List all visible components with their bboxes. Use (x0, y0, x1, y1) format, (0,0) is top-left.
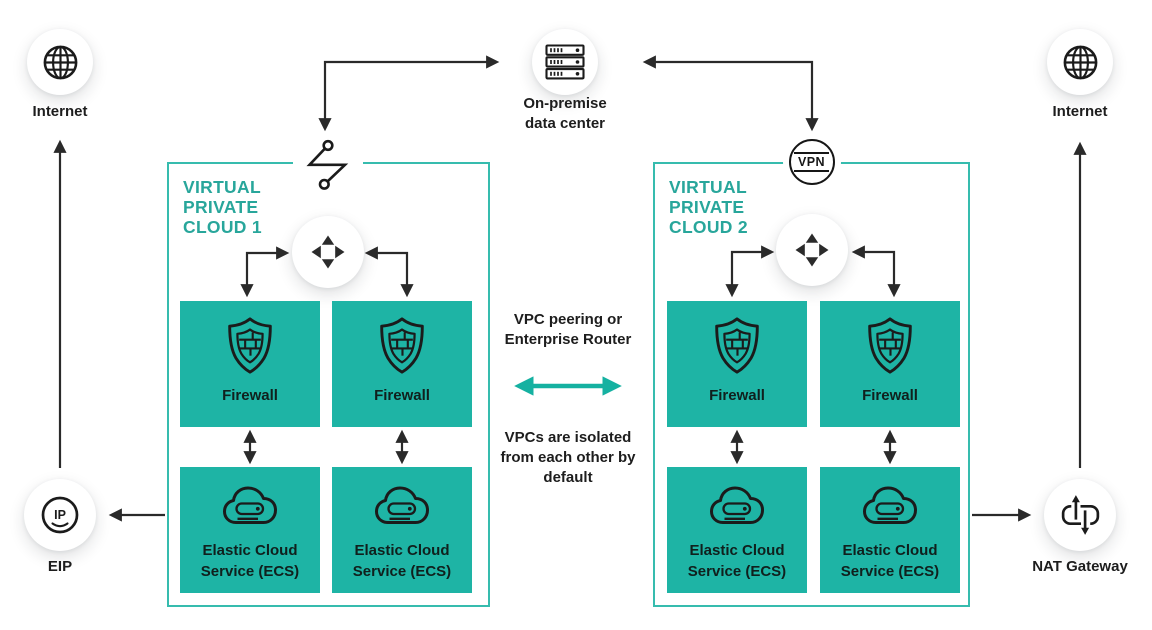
vpc1-router-node (292, 216, 364, 288)
vpc2-router-node (776, 214, 848, 286)
ecs-cloud-icon (710, 486, 764, 524)
ecs-label-line2: Service (ECS) (687, 563, 787, 580)
vpc2-ecs-2: Elastic Cloud Service (ECS) (820, 467, 960, 593)
firewall-shield-icon (868, 317, 912, 374)
ip-icon-text: IP (54, 508, 66, 522)
server-rack-icon (545, 43, 585, 79)
eip-label: EIP (47, 558, 73, 575)
ecs-label-line1: Elastic Cloud (202, 542, 298, 559)
on-premise-label-line2: data center (524, 115, 606, 132)
vpc1-ecs-2: Elastic Cloud Service (ECS) (332, 467, 472, 593)
vpc1-title-line3: CLOUD 1 (183, 217, 262, 237)
router-dpad-icon (311, 235, 345, 269)
internet-right-node (1047, 29, 1113, 95)
direct-connect-icon (302, 139, 350, 196)
vpc-isolation-note-line1: VPCs are isolated (504, 429, 632, 446)
vpc-peering-note-line1: VPC peering or (513, 311, 623, 328)
on-premise-node (532, 29, 598, 95)
firewall-label: Firewall (862, 387, 918, 404)
vpc2-ecs-1: Elastic Cloud Service (ECS) (667, 467, 807, 593)
vpc1-title-line2: PRIVATE (183, 197, 259, 217)
on-premise-label: On-premise data center (495, 94, 635, 134)
vpc-isolation-note-line2: from each other by (500, 449, 636, 466)
ecs-label-line2: Service (ECS) (200, 563, 300, 580)
arrow-vpc1-to-datacenter (318, 55, 500, 132)
vpc1-title-line1: VIRTUAL (183, 177, 261, 197)
vpn-gateway-node: VPN (789, 139, 835, 185)
internet-left-node (27, 29, 93, 95)
vpc2-firewall-1: Firewall (667, 301, 807, 427)
ecs-label-line1: Elastic Cloud (842, 542, 938, 559)
vpn-icon-label: VPN (798, 155, 825, 169)
firewall-shield-icon (715, 317, 759, 374)
vpc-peering-note-line2: Enterprise Router (504, 331, 632, 348)
vpc1-ecs-1: Elastic Cloud Service (ECS) (180, 467, 320, 593)
internet-right-label: Internet (1052, 103, 1108, 120)
ecs-label: Elastic Cloud Service (ECS) (688, 540, 786, 582)
vpc2-title-line1: VIRTUAL (669, 177, 747, 197)
vpn-icon-bottom-line (794, 169, 829, 172)
router-dpad-icon (795, 233, 829, 267)
firewall-label: Firewall (709, 387, 765, 404)
vpc-isolation-note: VPCs are isolated from each other by def… (483, 428, 653, 488)
ecs-label-line2: Service (ECS) (840, 563, 940, 580)
vpc2-title-line3: CLOUD 2 (669, 217, 748, 237)
ecs-label-line1: Elastic Cloud (689, 542, 785, 559)
firewall-shield-icon (228, 317, 272, 374)
ecs-label: Elastic Cloud Service (ECS) (353, 540, 451, 582)
ecs-cloud-icon (375, 486, 429, 524)
vpc2-title: VIRTUAL PRIVATE CLOUD 2 (669, 177, 748, 237)
vpc2-firewall-2: Firewall (820, 301, 960, 427)
ecs-label: Elastic Cloud Service (ECS) (841, 540, 939, 582)
ecs-cloud-icon (223, 486, 277, 524)
nat-icon (1061, 495, 1099, 535)
globe-icon (43, 45, 77, 79)
vpc-peering-note: VPC peering or Enterprise Router (488, 310, 648, 350)
globe-icon (1063, 45, 1097, 79)
nat-gateway-label: NAT Gateway (1032, 558, 1128, 575)
ip-icon: IP (41, 496, 79, 534)
eip-node: IP (24, 479, 96, 551)
vpc1-firewall-1: Firewall (180, 301, 320, 427)
firewall-shield-icon (380, 317, 424, 374)
firewall-label: Firewall (222, 387, 278, 404)
firewall-label: Firewall (374, 387, 430, 404)
vpc1-title: VIRTUAL PRIVATE CLOUD 1 (183, 177, 262, 237)
ecs-cloud-icon (863, 486, 917, 524)
ecs-label-line2: Service (ECS) (352, 563, 452, 580)
vpc2-title-line2: PRIVATE (669, 197, 745, 217)
nat-gateway-node (1044, 479, 1116, 551)
vpc1-firewall-2: Firewall (332, 301, 472, 427)
arrow-vpc2-to-datacenter (642, 55, 819, 132)
on-premise-label-line1: On-premise (523, 95, 607, 112)
internet-left-label: Internet (32, 103, 88, 120)
ecs-label-line1: Elastic Cloud (354, 542, 450, 559)
vpn-icon-top-line (794, 151, 829, 154)
vpc-isolation-note-line3: default (543, 469, 593, 486)
ecs-label: Elastic Cloud Service (ECS) (201, 540, 299, 582)
